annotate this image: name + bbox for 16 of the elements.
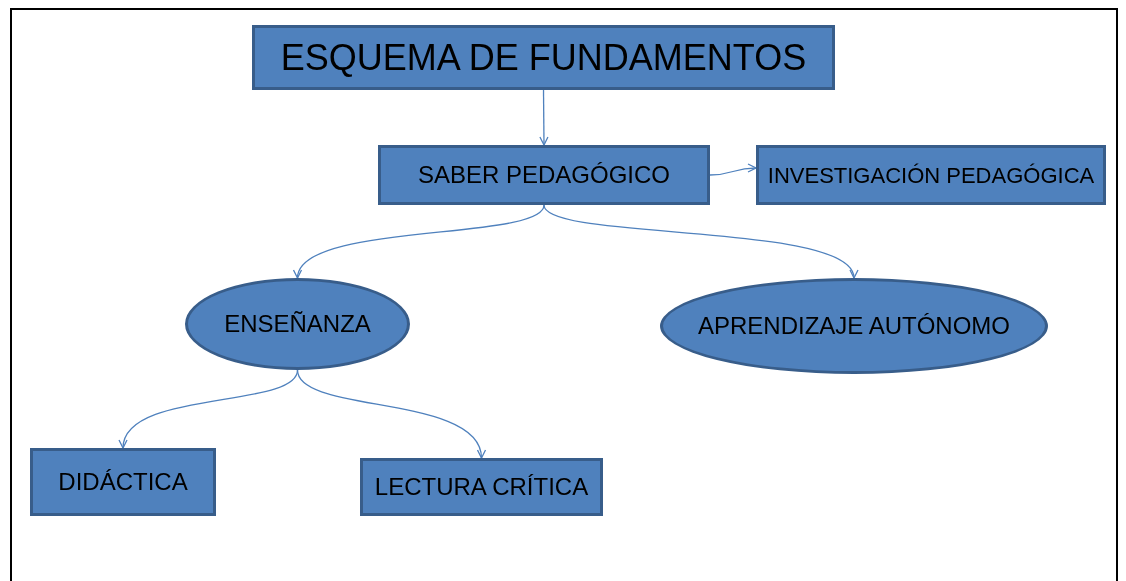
concept-box [378, 145, 710, 205]
arrow [539, 89, 549, 146]
concept-box [360, 458, 603, 516]
node-label: LECTURA CRÍTICA [374, 472, 589, 502]
arrow [296, 369, 485, 459]
arrow [709, 163, 757, 176]
node-label: ENSEÑANZA [224, 309, 371, 339]
node-label: INVESTIGACIÓN PEDAGÓGICA [767, 161, 1095, 190]
title-box [252, 25, 835, 90]
concept-box [756, 145, 1106, 205]
node-label: DIDÁCTICA [58, 467, 188, 497]
node-label: APRENDIZAJE AUTÓNOMO [697, 311, 1010, 341]
node-label: SABER PEDAGÓGICO [417, 160, 671, 190]
node-label: ESQUEMA DE FUNDAMENTOS [280, 35, 807, 80]
arrow [296, 204, 545, 279]
concept-box [30, 448, 216, 516]
